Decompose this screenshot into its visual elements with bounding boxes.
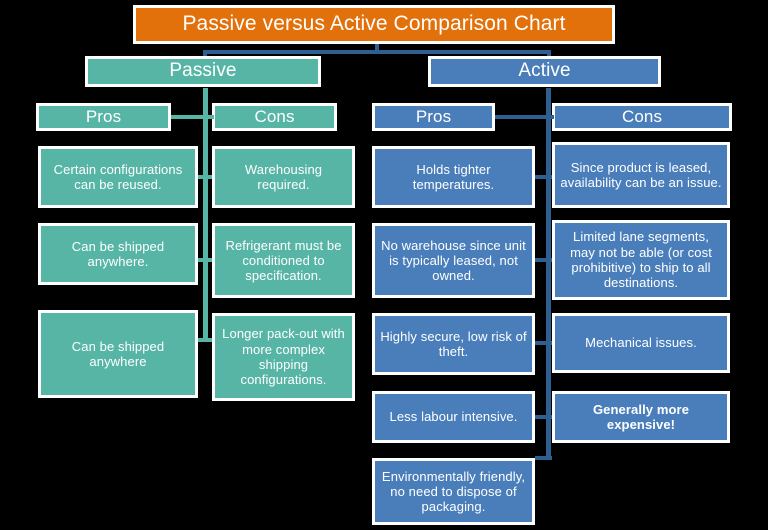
card-active-pro-4: Less labour intensive.	[372, 391, 535, 443]
column-header-active-cons-label: Cons	[621, 106, 663, 126]
connector-passive-pros-header	[171, 115, 205, 119]
connector-active-row-2	[535, 258, 554, 262]
card-text: Mechanical issues.	[585, 335, 697, 351]
branch-header-active-label: Active	[518, 60, 571, 82]
chart-title: Passive versus Active Comparison Chart	[133, 5, 615, 44]
card-text: Highly secure, low risk of theft.	[380, 328, 527, 359]
card-text: Certain configurations can be reused.	[53, 161, 183, 192]
card-active-pro-5: Environmentally friendly, no need to dis…	[372, 458, 535, 525]
card-passive-pro-3: Can be shipped anywhere	[38, 310, 198, 398]
card-text: Since product is leased, availability ca…	[560, 159, 722, 190]
card-text: Environmentally friendly, no need to dis…	[381, 468, 526, 515]
card-active-con-4: Generally more expensive!	[552, 391, 730, 443]
connector-active-row-4	[535, 415, 554, 419]
card-passive-pro-2: Can be shipped anywhere.	[38, 223, 198, 285]
branch-header-active: Active	[428, 56, 661, 87]
column-header-active-cons: Cons	[552, 103, 732, 131]
connector-title-left-drop	[203, 50, 207, 58]
connector-passive-row-1	[197, 175, 214, 179]
connector-title-stem	[375, 44, 379, 54]
card-active-con-1: Since product is leased, availability ca…	[552, 142, 730, 208]
column-header-passive-cons-label: Cons	[254, 106, 295, 126]
card-text: Limited lane segments, may not be able (…	[570, 229, 712, 291]
card-text: Generally more expensive!	[592, 401, 690, 432]
column-header-passive-cons: Cons	[212, 103, 337, 131]
branch-header-passive: Passive	[85, 56, 321, 87]
card-text: Refrigerant must be conditioned to speci…	[225, 237, 342, 284]
card-text: Can be shipped anywhere	[71, 338, 165, 369]
connector-active-row-1	[535, 175, 554, 179]
chart-title-text: Passive versus Active Comparison Chart	[182, 12, 566, 36]
card-text: No warehouse since unit is typically lea…	[381, 237, 526, 284]
card-active-pro-3: Highly secure, low risk of theft.	[372, 313, 535, 375]
column-header-passive-pros-label: Pros	[85, 106, 122, 126]
connector-active-row-5	[535, 456, 552, 460]
column-header-active-pros-label: Pros	[415, 106, 452, 126]
card-text: Holds tighter temperatures.	[412, 161, 495, 192]
connector-title-bar	[203, 50, 551, 54]
connector-active-cons-header	[548, 115, 554, 119]
connector-passive-row-3	[197, 338, 214, 342]
card-active-con-3: Mechanical issues.	[552, 313, 730, 373]
card-passive-con-2: Refrigerant must be conditioned to speci…	[212, 223, 355, 298]
card-active-pro-2: No warehouse since unit is typically lea…	[372, 223, 535, 298]
column-header-active-pros: Pros	[372, 103, 495, 131]
connector-spine-active	[546, 88, 551, 460]
column-header-passive-pros: Pros	[36, 103, 171, 131]
card-passive-con-3: Longer pack-out with more complex shippi…	[212, 313, 355, 401]
card-passive-con-1: Warehousing required.	[212, 146, 355, 208]
connector-passive-cons-header	[205, 115, 214, 119]
card-text: Warehousing required.	[244, 161, 323, 192]
card-text: Can be shipped anywhere.	[71, 238, 165, 269]
card-active-pro-1: Holds tighter temperatures.	[372, 146, 535, 208]
card-passive-pro-1: Certain configurations can be reused.	[38, 146, 198, 208]
connector-title-right-drop	[547, 50, 551, 58]
branch-header-passive-label: Passive	[169, 60, 237, 82]
connector-spine-passive	[203, 88, 208, 340]
card-active-con-2: Limited lane segments, may not be able (…	[552, 220, 730, 300]
connector-passive-row-2	[197, 258, 214, 262]
card-text: Longer pack-out with more complex shippi…	[222, 326, 345, 388]
connector-active-row-3	[535, 341, 554, 345]
connector-active-pros-header	[495, 115, 548, 119]
card-text: Less labour intensive.	[389, 409, 518, 425]
